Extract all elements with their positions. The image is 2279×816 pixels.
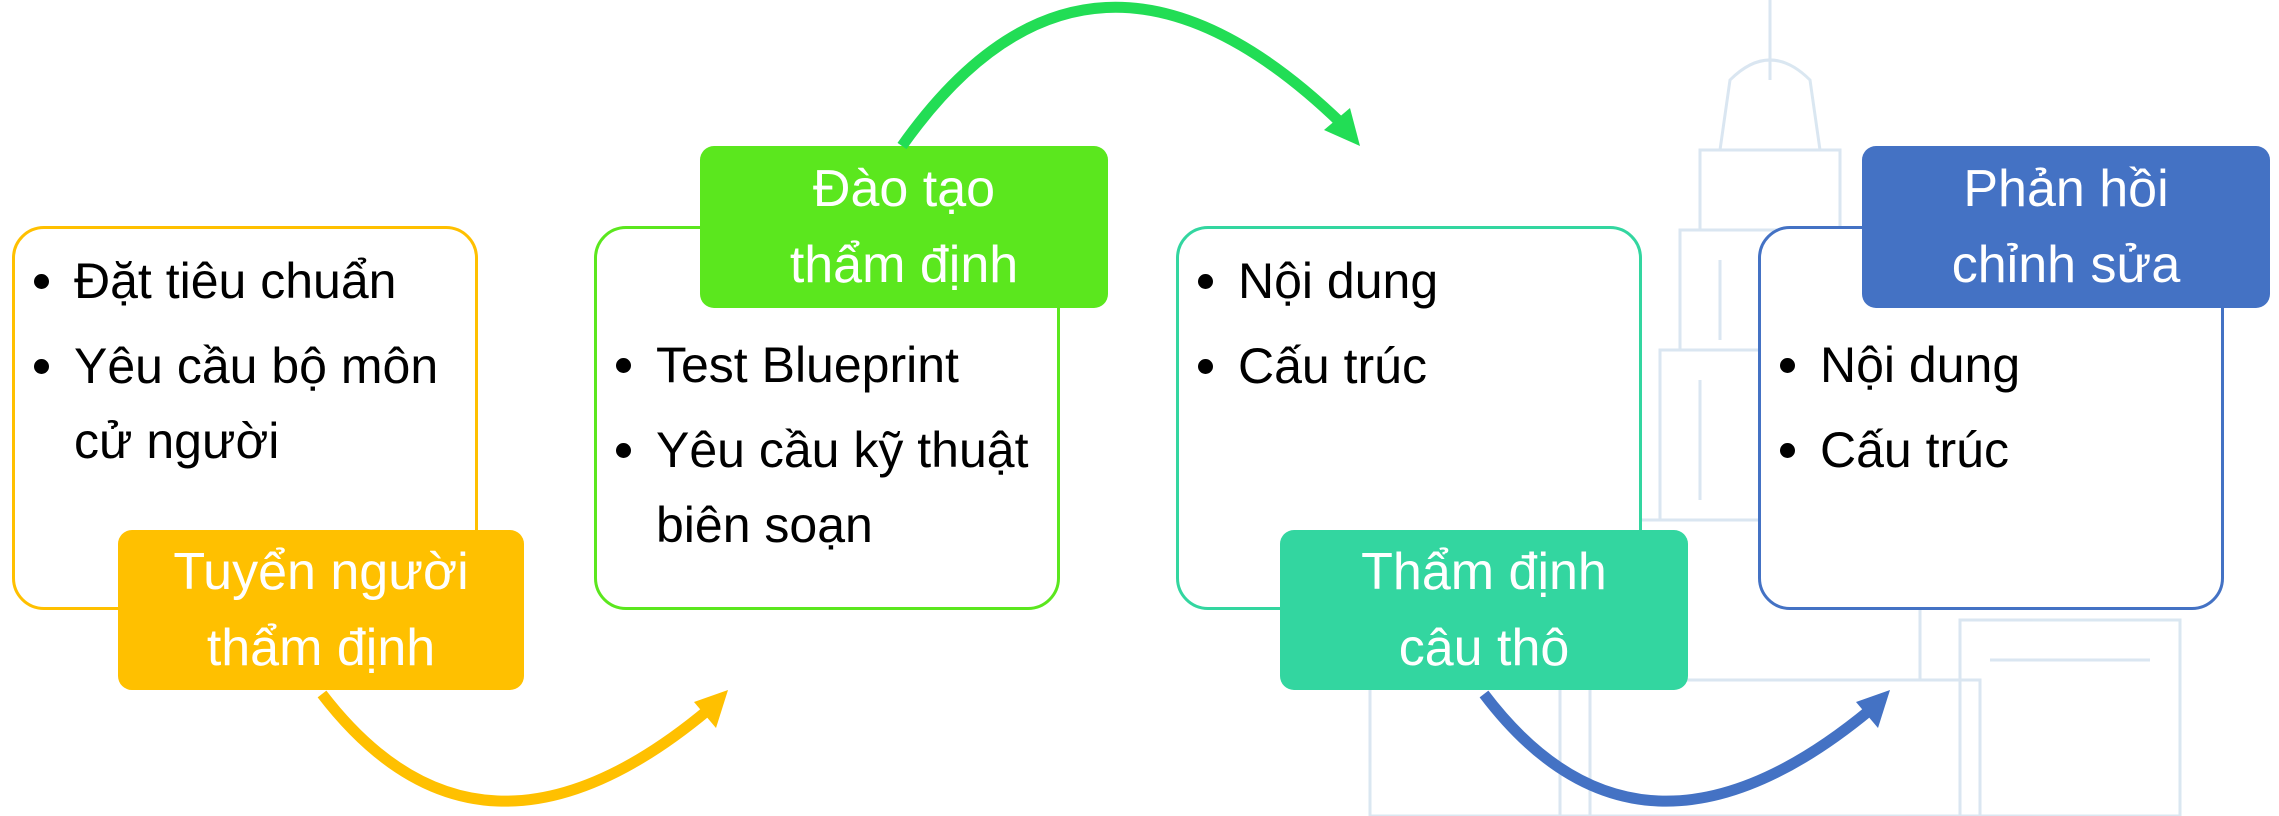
step-4-bullet-list: Nội dung Cấu trúc — [1774, 328, 2214, 498]
step-3-bullet-list: Nội dung Cấu trúc — [1192, 244, 1632, 414]
step-3-title-line-2: câu thô — [1398, 619, 1570, 677]
bullet-item: Test Blueprint — [610, 328, 1050, 403]
step-1-title-line-1: Tuyển người — [173, 543, 469, 601]
bullet-item: Cấu trúc — [1774, 413, 2214, 488]
bullet-item: Cấu trúc — [1192, 329, 1632, 404]
step-4-title-line-1: Phản hồi — [1963, 160, 2169, 218]
arrow-step2-to-step3 — [897, 1, 1360, 150]
bullet-item: Nội dung — [1774, 328, 2214, 403]
step-1-title-line-2: thẩm định — [206, 619, 436, 677]
bullet-item: Yêu cầu bộ môn cử người — [28, 329, 468, 479]
step-3-title-line-1: Thẩm định — [1361, 543, 1607, 601]
bullet-item: Nội dung — [1192, 244, 1632, 319]
step-2-title-line-2: thẩm định — [789, 236, 1019, 294]
step-2-title-line-1: Đào tạo — [812, 160, 996, 218]
step-2-title: Đào tạo thẩm định — [700, 146, 1108, 308]
step-3-title: Thẩm định câu thô — [1280, 530, 1688, 690]
arrow-step3-to-step4 — [1479, 690, 1890, 807]
step-1-title: Tuyển người thẩm định — [118, 530, 524, 690]
step-4-title: Phản hồi chỉnh sửa — [1862, 146, 2270, 308]
arrow-step1-to-step2 — [317, 690, 728, 807]
bullet-item: Đặt tiêu chuẩn — [28, 244, 468, 319]
step-2-bullet-list: Test Blueprint Yêu cầu kỹ thuật biên soạ… — [610, 328, 1050, 573]
step-1-bullet-list: Đặt tiêu chuẩn Yêu cầu bộ môn cử người — [28, 244, 468, 489]
bullet-item: Yêu cầu kỹ thuật biên soạn — [610, 413, 1050, 563]
step-4-title-line-2: chỉnh sửa — [1951, 236, 2181, 294]
